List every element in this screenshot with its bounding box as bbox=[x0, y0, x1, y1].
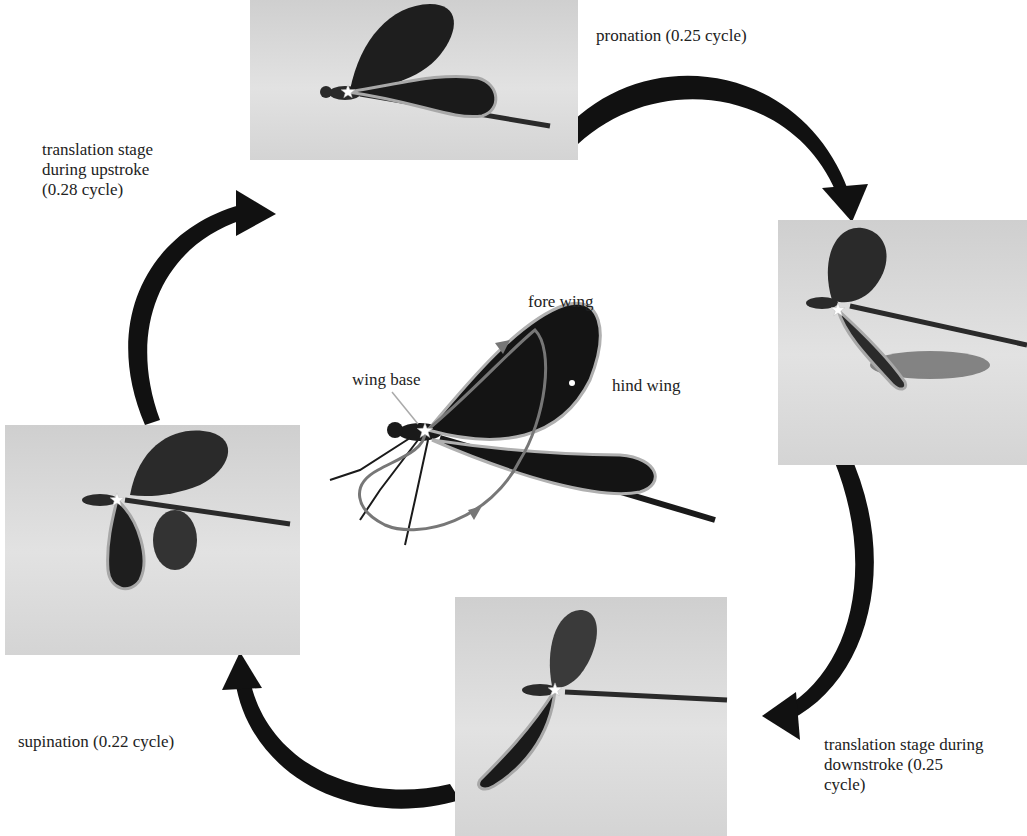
photo-supination bbox=[5, 425, 300, 655]
stage-label: translation stage during downstroke (0.2… bbox=[824, 735, 984, 795]
photo-upstroke bbox=[250, 0, 578, 160]
photo-pronation bbox=[778, 220, 1027, 465]
photo-downstroke bbox=[455, 597, 727, 836]
insect-illustration bbox=[330, 303, 715, 545]
stage-label: pronation (0.25 cycle) bbox=[596, 26, 747, 46]
part-label: fore wing bbox=[528, 292, 594, 312]
stage-label: translation stage during upstroke (0.28 … bbox=[42, 140, 182, 200]
part-label: hind wing bbox=[612, 376, 680, 396]
part-label: wing base bbox=[352, 370, 420, 390]
stage-label: supination (0.22 cycle) bbox=[18, 732, 174, 752]
